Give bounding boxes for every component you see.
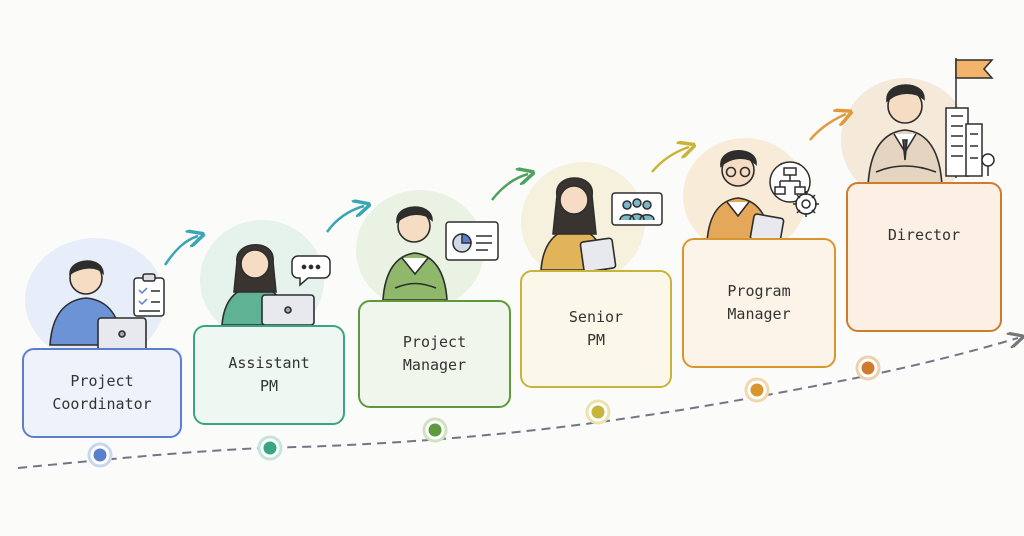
person-project-manager xyxy=(382,206,448,301)
step-arrow-1 xyxy=(163,236,198,266)
person-director xyxy=(867,84,943,187)
pie-chart-icon xyxy=(445,221,499,261)
stage-label: Senior PM xyxy=(568,308,624,349)
stage-label: Assistant PM xyxy=(228,354,310,395)
stage-card-project-coordinator: Project Coordinator xyxy=(22,348,182,438)
stage-label: Project Manager xyxy=(402,333,467,374)
step-arrow-3 xyxy=(491,174,528,201)
stage-card-project-manager: Project Manager xyxy=(358,300,511,408)
step-arrow-2 xyxy=(325,206,364,233)
flag-buildings-icon xyxy=(945,58,995,178)
org-chart-gear-icon xyxy=(769,161,819,217)
milestone-dot-4 xyxy=(585,399,611,425)
stage-card-director: Director xyxy=(846,182,1002,332)
speech-bubble-icon xyxy=(291,255,331,287)
step-arrow-5 xyxy=(809,114,846,141)
stage-label: Director xyxy=(887,226,961,244)
milestone-dot-6 xyxy=(855,355,881,381)
progress-path xyxy=(17,338,1018,469)
milestone-dot-2 xyxy=(257,435,283,461)
stage-card-senior-pm: Senior PM xyxy=(520,270,672,388)
person-coordinator xyxy=(49,260,147,351)
checklist-icon xyxy=(133,273,165,317)
step-arrow-4 xyxy=(651,147,689,173)
milestone-dot-3 xyxy=(422,417,448,443)
milestone-dot-5 xyxy=(744,377,770,403)
person-program-manager xyxy=(706,150,785,245)
stage-label: Project Coordinator xyxy=(52,372,152,413)
stage-label: Program Manager xyxy=(727,282,791,323)
person-senior-pm xyxy=(540,177,617,273)
stage-card-assistant-pm: Assistant PM xyxy=(193,325,345,425)
milestone-dot-1 xyxy=(87,442,113,468)
team-icon xyxy=(611,192,663,226)
person-assistant-pm xyxy=(221,243,315,326)
stage-card-program-manager: Program Manager xyxy=(682,238,836,368)
